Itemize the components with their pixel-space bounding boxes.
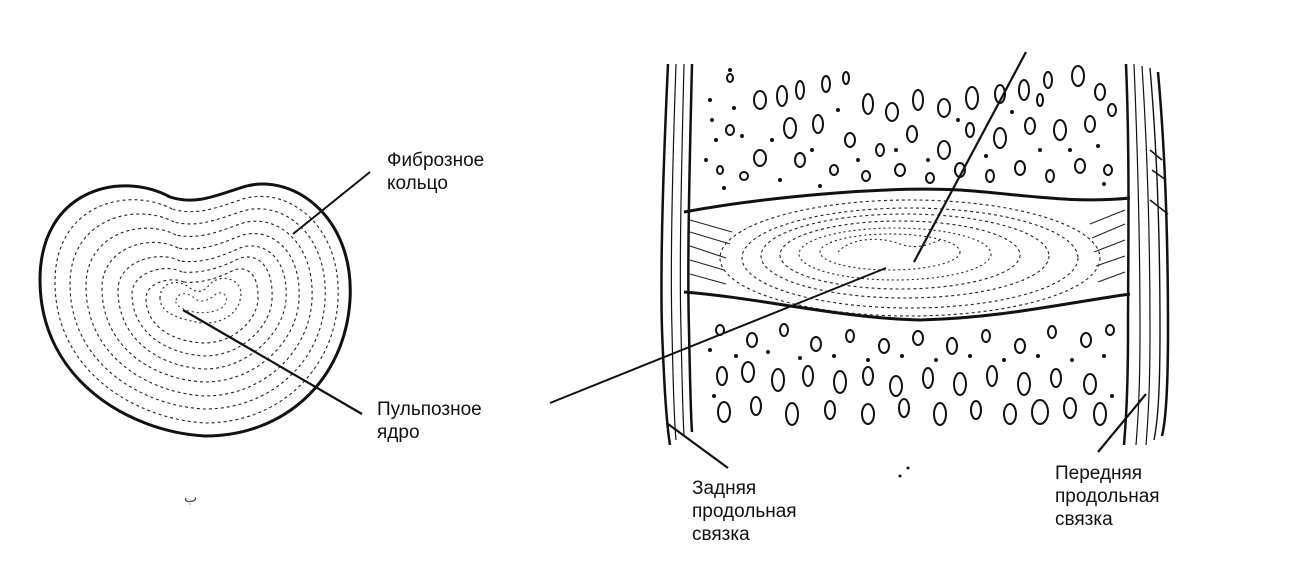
anterior-label-line-3: связка	[1055, 509, 1113, 530]
anterior-longitudinal-ligament	[1122, 63, 1170, 446]
upper-endplate	[683, 187, 1131, 214]
anterior-ligament-leader-line	[1097, 393, 1147, 453]
posterior-label-line-1: Задняя	[692, 478, 757, 499]
posterior-longitudinal-ligament	[660, 63, 694, 446]
annulus-leader-line-2	[913, 51, 1027, 263]
annulus-fibrosus-label: Фиброзное кольцо	[387, 149, 484, 195]
posterior-longitudinal-ligament-label: Задняя продольная связка	[692, 477, 797, 546]
nucleus-label-line-1: Пульпозное	[377, 399, 482, 420]
anterior-label-line-1: Передняя	[1055, 463, 1143, 484]
disc-axial-section: ب	[38, 171, 371, 505]
upper-vertebral-body	[716, 65, 1117, 184]
annulus-lamellae	[54, 195, 339, 424]
spinal-segment-sagittal	[549, 51, 1170, 478]
lower-vertebral-body	[715, 323, 1115, 426]
upper-bone-specks	[704, 68, 1106, 190]
annulus-leader-line	[292, 171, 371, 235]
nucleus-pulposus-inner	[175, 292, 227, 314]
anterior-label-line-2: продольная	[1055, 486, 1160, 507]
annulus-outer-contour	[38, 182, 352, 438]
nucleus-label-line-2: ядро	[377, 422, 420, 443]
nucleus-pulposus-shape	[159, 277, 242, 324]
posterior-label-line-2: продольная	[692, 501, 797, 522]
stray-mark: ب	[184, 489, 197, 505]
posterior-label-line-3: связка	[692, 524, 750, 545]
nucleus-pulposus-label: Пульпозное ядро	[377, 398, 482, 444]
nucleus-leader-line	[182, 309, 363, 415]
nucleus-leader-line-2	[549, 267, 887, 404]
lower-bone-specks	[708, 348, 1114, 478]
anterior-longitudinal-ligament-label: Передняя продольная связка	[1055, 462, 1160, 531]
annulus-label-line-1: Фиброзное	[387, 150, 485, 171]
annulus-label-line-2: кольцо	[387, 173, 448, 194]
disc-sagittal	[689, 199, 1126, 317]
posterior-ligament-leader-line	[667, 423, 729, 469]
lower-endplate	[683, 290, 1131, 322]
